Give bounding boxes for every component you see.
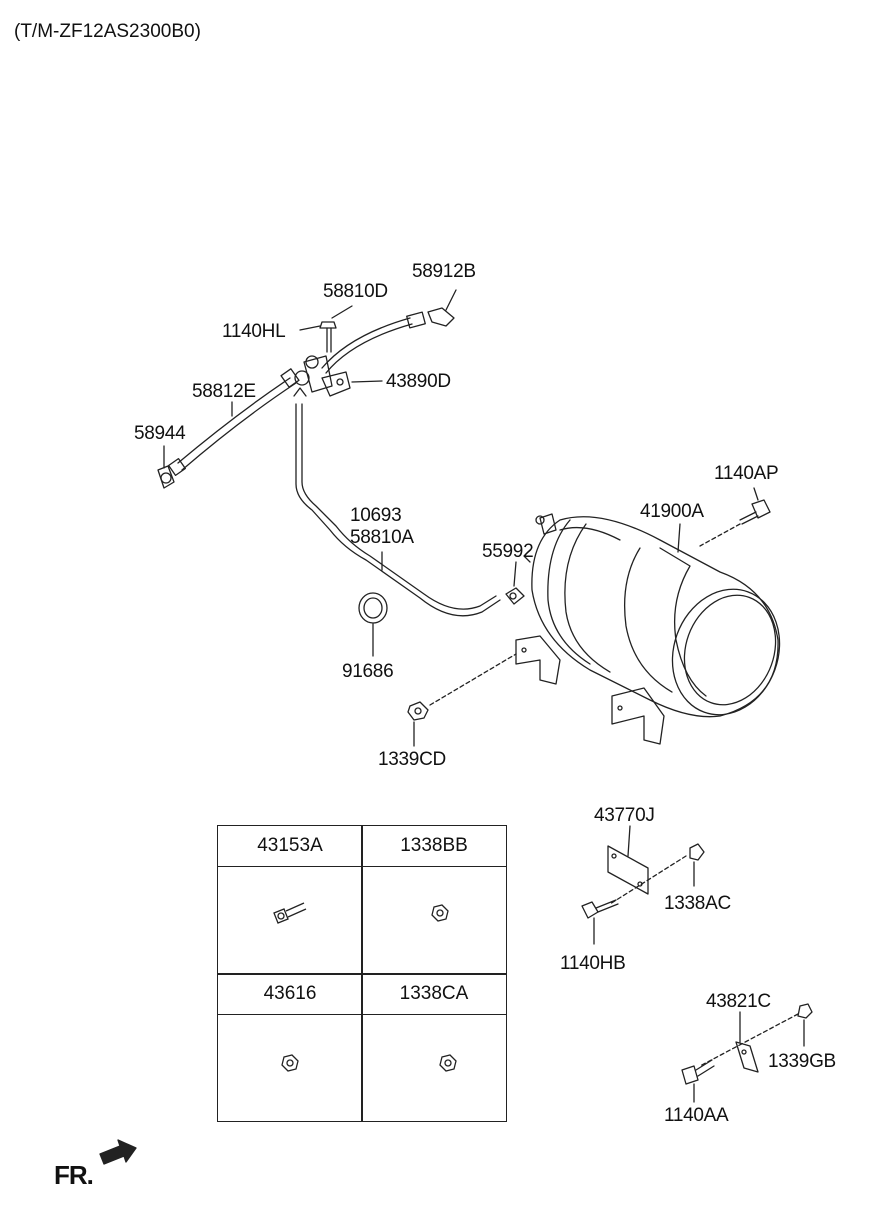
callout-1140HB[interactable]: 1140HB <box>560 953 626 974</box>
table-header-43616[interactable]: 43616 <box>218 974 362 1015</box>
callout-91686[interactable]: 91686 <box>342 661 394 682</box>
callout-1140AP[interactable]: 1140AP <box>714 463 779 484</box>
table-header-43153A[interactable]: 43153A <box>218 826 362 867</box>
nut-icon <box>431 904 449 922</box>
callout-43770J[interactable]: 43770J <box>594 805 655 826</box>
front-direction-label: FR. <box>54 1160 94 1190</box>
callout-10693[interactable]: 10693 <box>350 505 402 526</box>
callout-58810D[interactable]: 58810D <box>323 281 388 302</box>
nut-icon <box>439 1054 457 1072</box>
hose-58812E[interactable] <box>167 368 300 477</box>
elbow-58944[interactable] <box>157 465 175 489</box>
nut-1339CD[interactable] <box>407 701 429 721</box>
callout-1140AA[interactable]: 1140AA <box>664 1105 729 1126</box>
callout-58912B[interactable]: 58912B <box>412 261 476 282</box>
bolt-1140HL[interactable] <box>319 321 337 353</box>
callout-1140HL[interactable]: 1140HL <box>222 321 286 342</box>
callout-43890D[interactable]: 43890D <box>386 371 451 392</box>
front-arrow-icon <box>99 1139 137 1165</box>
table-header-1338BB[interactable]: 1338BB <box>362 826 506 867</box>
air-tank-41900A[interactable] <box>515 513 797 745</box>
table-header-1338CA[interactable]: 1338CA <box>362 974 506 1015</box>
callout-58812E[interactable]: 58812E <box>192 381 256 402</box>
bolt-icon <box>273 902 307 924</box>
callout-1338AC[interactable]: 1338AC <box>664 893 731 914</box>
model-code: (T/M-ZF12AS2300B0) <box>14 21 201 42</box>
pipe-58810A[interactable] <box>293 387 501 617</box>
bolt-1140AP[interactable] <box>739 499 771 525</box>
fitting-55992[interactable] <box>505 587 525 605</box>
parts-table: 43153A 1338BB 43616 1338CA <box>217 825 507 1122</box>
callout-55992[interactable]: 55992 <box>482 541 534 562</box>
callout-58944[interactable]: 58944 <box>134 423 186 444</box>
bracket-43821C[interactable] <box>735 1041 759 1073</box>
callout-41900A[interactable]: 41900A <box>640 501 704 522</box>
callout-58810A[interactable]: 58810A <box>350 527 414 548</box>
nut-icon <box>281 1054 299 1072</box>
valve-block-43890D[interactable] <box>294 355 351 397</box>
hose-58810D[interactable] <box>321 307 455 374</box>
table-divider-horizontal <box>218 973 506 975</box>
callout-1339CD[interactable]: 1339CD <box>378 749 446 770</box>
callout-43821C[interactable]: 43821C <box>706 991 771 1012</box>
oring-91686[interactable] <box>358 592 388 624</box>
callout-1339GB[interactable]: 1339GB <box>768 1051 836 1072</box>
